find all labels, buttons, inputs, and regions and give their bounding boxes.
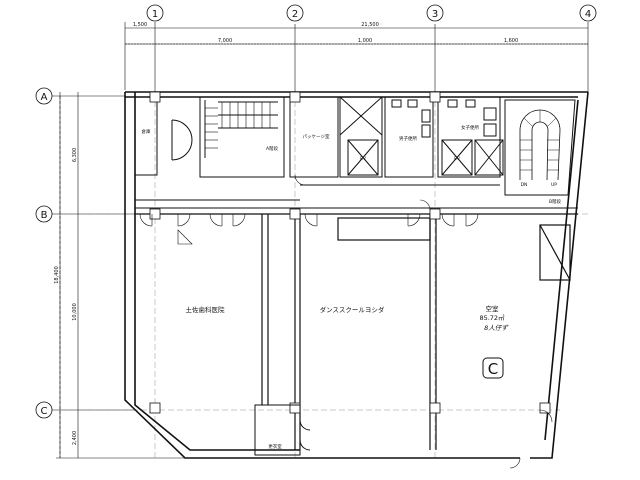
grid-bubble-1 — [146, 4, 164, 22]
door-swings — [139, 174, 553, 469]
structural-columns — [149, 91, 551, 414]
grid-bubble-2 — [286, 4, 304, 22]
left-dimensions — [52, 92, 185, 459]
stair-label-dn: DN — [521, 182, 528, 188]
dim-span-b-c: 10,000 — [72, 303, 78, 321]
dim-span-2-3: 1,000 — [358, 38, 372, 44]
room-label-stair-b: B階段 — [549, 198, 562, 205]
room-label-changing-room: 更衣室 — [268, 443, 282, 450]
grid-label-1: 1 — [152, 9, 158, 20]
room-label-vacancy: 空室 — [486, 304, 500, 313]
grid-label-b: B — [41, 210, 48, 221]
grid-label-c: C — [41, 406, 48, 417]
room-label-ev-2: EV — [454, 156, 461, 162]
unit-c-marker: C — [482, 357, 504, 379]
room-note-vacancy: 8人仔ず — [484, 324, 509, 332]
dim-span-1-2: 7,000 — [218, 38, 232, 44]
stair-label-up: UP — [551, 182, 557, 188]
tenant-partitions — [135, 213, 578, 450]
grid-bubble-3 — [426, 4, 444, 22]
room-label-ev-1: EV — [360, 156, 367, 162]
top-dimensions — [124, 22, 589, 92]
unit-letter: C — [488, 360, 498, 378]
changing-room-walls — [254, 404, 311, 456]
service-core — [134, 96, 578, 209]
room-label-storage: 倉庫 — [142, 128, 151, 135]
grid-column-markers — [146, 4, 597, 22]
dim-overall-width: 21,500 — [361, 22, 379, 28]
grid-label-a: A — [41, 92, 48, 103]
room-label-womens-toilet: 女子便所 — [461, 124, 479, 131]
grid-label-2: 2 — [292, 9, 298, 20]
dim-span-a-b: 6,300 — [72, 148, 78, 162]
room-label-dance-school: ダンススクールヨシダ — [320, 305, 385, 314]
room-label-mens-toilet: 男子便所 — [399, 135, 417, 142]
grid-lines — [60, 92, 588, 458]
grid-label-3: 3 — [432, 9, 438, 20]
dim-overall-depth: 18,400 — [54, 266, 60, 284]
dim-span-3-4: 1,600 — [504, 38, 518, 44]
grid-bubble-4 — [579, 4, 597, 22]
room-label-vacancy-area: 85.72㎡ — [479, 313, 505, 322]
dim-span-c-bottom: 2,400 — [72, 431, 78, 445]
outer-walls — [124, 91, 589, 459]
room-label-stair-a: A階段 — [266, 145, 279, 152]
room-label-clinic: 土佐歯科医院 — [186, 305, 226, 314]
dim-left-offset: 1,500 — [133, 22, 147, 28]
grid-row-markers — [35, 87, 53, 419]
room-label-package-room: パッケージ室 — [303, 133, 330, 140]
grid-label-4: 4 — [585, 9, 591, 20]
